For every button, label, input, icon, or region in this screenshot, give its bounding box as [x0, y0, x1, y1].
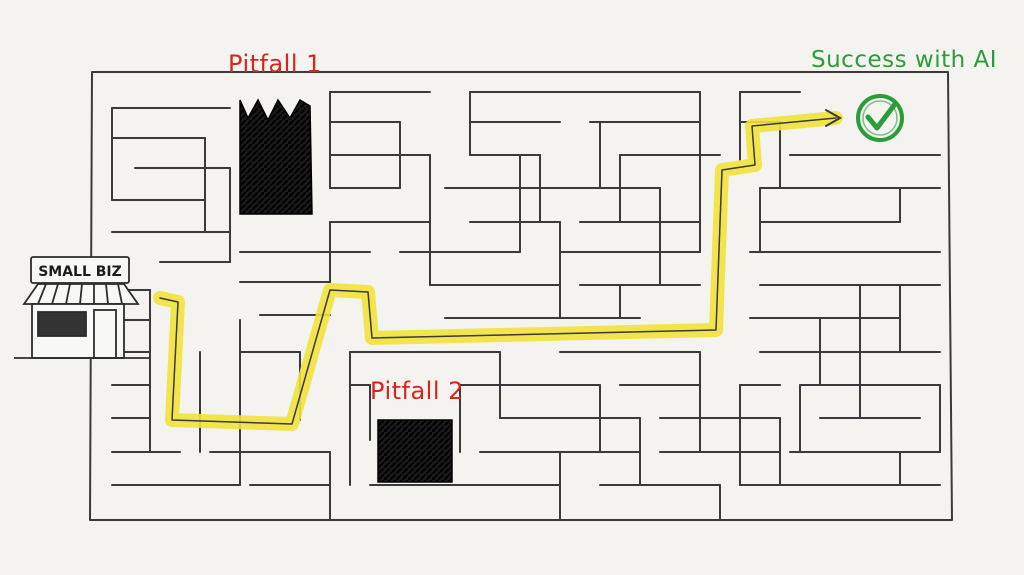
- maze-walls: [89, 71, 953, 521]
- maze-inner-walls-vertical: [111, 91, 941, 521]
- maze-inner-walls: [111, 91, 941, 486]
- shop-sign-board: [30, 256, 130, 284]
- shop-window: [37, 311, 87, 337]
- shop-awning-stripes: [37, 283, 123, 305]
- path-arrowhead: [825, 109, 843, 127]
- solution-path-line: [159, 117, 837, 425]
- check-circle-icon: [856, 94, 904, 142]
- success-label: Success with AI: [811, 47, 998, 73]
- pitfall-2-label: Pitfall 2: [370, 377, 464, 405]
- pitfall-1-block: [239, 98, 313, 215]
- storefront-icon: SMALL BIZ: [14, 256, 150, 359]
- pitfall-2-block: [377, 419, 453, 483]
- shop-sign-text: SMALL BIZ: [38, 264, 122, 280]
- shop-door: [93, 309, 117, 359]
- pitfall-1-label: Pitfall 1: [228, 50, 322, 78]
